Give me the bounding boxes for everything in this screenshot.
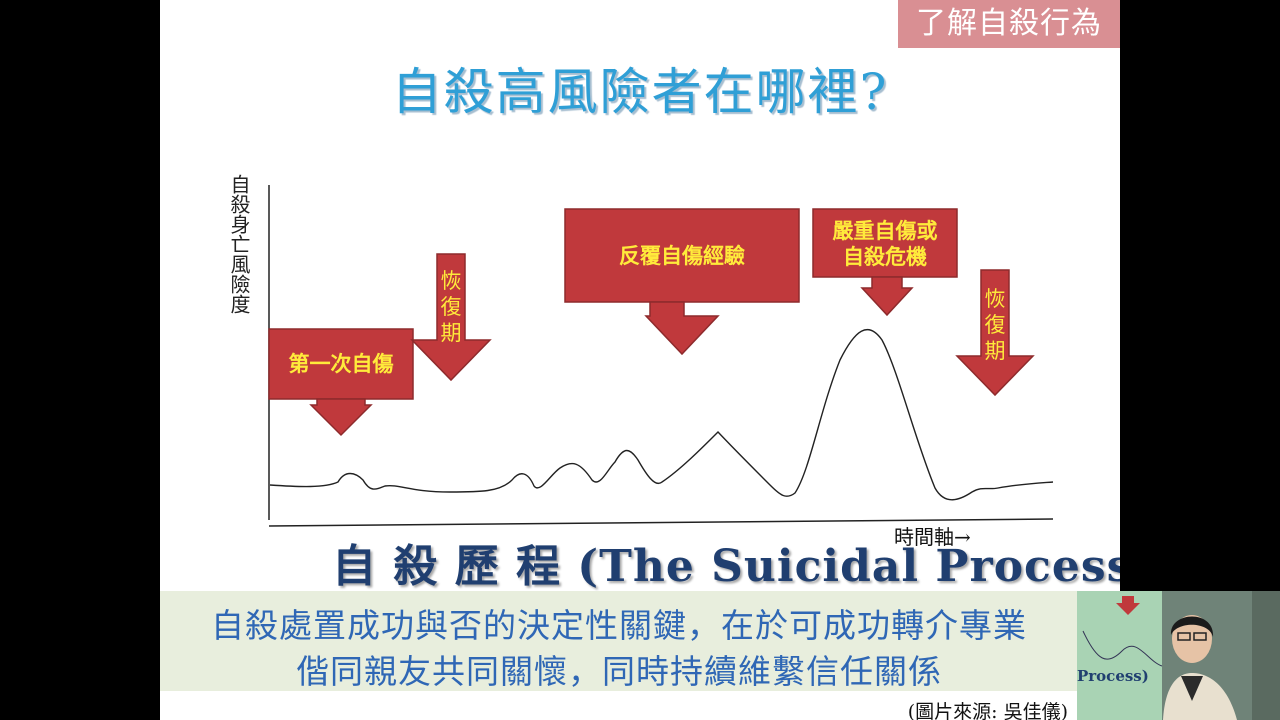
process-title: 自 殺 歷 程 (The Suicidal Process) — [332, 530, 1120, 594]
callout-first-label: 第一次自傷 — [269, 351, 413, 377]
callout-repeated-label: 反覆自傷經驗 — [565, 243, 799, 269]
presenter-video-frame — [1077, 591, 1280, 720]
image-source-credit: (圖片來源: 吳佳儀) — [908, 697, 1068, 720]
key-message-banner: 自殺處置成功與否的決定性關鍵，在於可成功轉介專業 偕同親友共同關懷，同時持續維繫… — [160, 591, 1078, 691]
callout-severe-line1: 嚴重自傷或 — [813, 218, 957, 244]
callout-severe-line2: 自殺危機 — [813, 244, 957, 270]
presenter-video-slide-text: Process) — [1077, 667, 1149, 685]
banner-line-2: 偕同親友共同關懷，同時持續維繫信任關係 — [160, 645, 1078, 693]
slide: 了解自殺行為 自殺高風險者在哪裡? 自殺身亡風險度 — [160, 0, 1120, 720]
callout-first-self-harm — [269, 329, 413, 435]
recovery-label-1: 恢復期 — [439, 268, 463, 346]
banner-line-1: 自殺處置成功與否的決定性關鍵，在於可成功轉介專業 — [160, 599, 1078, 647]
suicidal-process-diagram — [160, 0, 1120, 600]
presenter-video: Process) — [1077, 591, 1280, 720]
recovery-label-2: 恢復期 — [983, 286, 1007, 364]
callout-repeated-self-harm — [565, 209, 799, 354]
callout-severe-label: 嚴重自傷或 自殺危機 — [813, 218, 957, 270]
